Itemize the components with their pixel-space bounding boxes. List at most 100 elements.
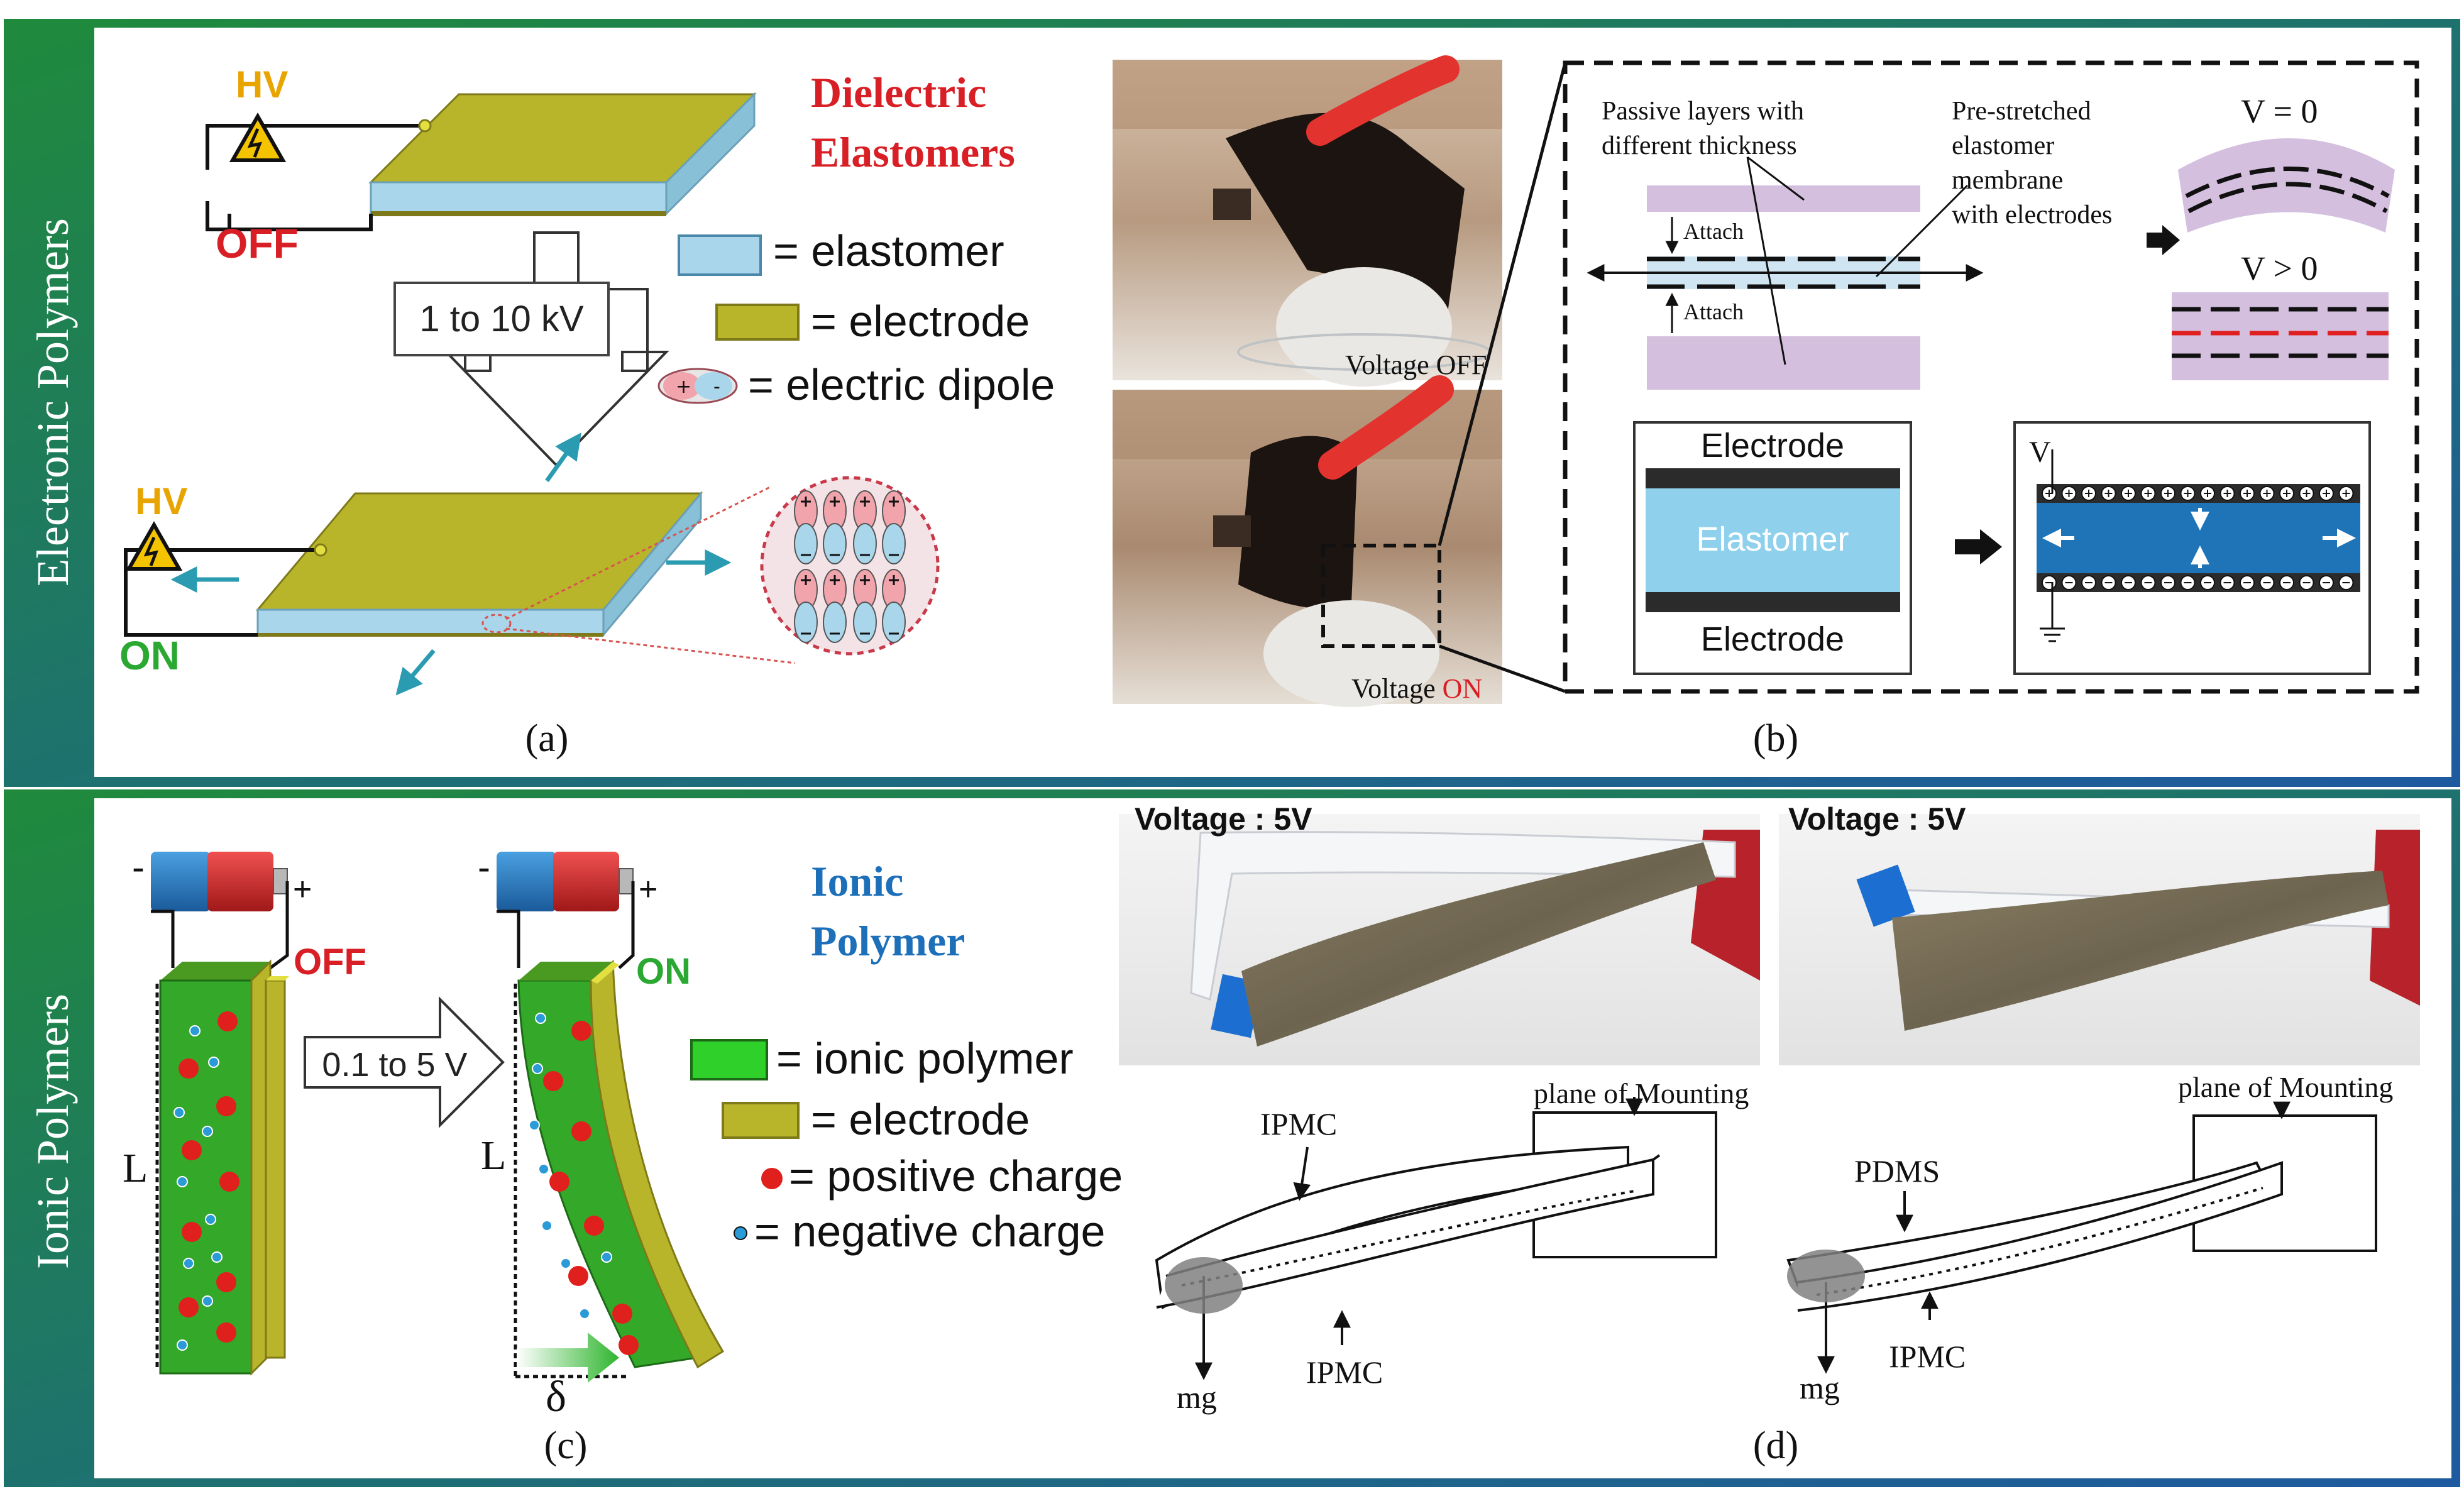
wires-right — [497, 881, 635, 1378]
panel-a: HV OFF 1 to 10 kV HV ON — [119, 63, 1055, 760]
negative-ion — [541, 1220, 553, 1231]
schematic-right — [1786, 1101, 2377, 1374]
positive-ion — [217, 1011, 238, 1031]
legend-elastomer: = elastomer — [773, 226, 1004, 275]
on-label-a: ON — [119, 633, 180, 678]
dipole-negative-end — [882, 523, 906, 564]
dipole-negative-end — [882, 602, 906, 643]
battery-minus-left: - — [132, 846, 145, 888]
legend-elastomer-swatch — [678, 234, 762, 276]
mass-blob-left — [1165, 1257, 1243, 1314]
negative-ion — [601, 1251, 612, 1263]
v-pos-label: V > 0 — [2241, 250, 2318, 287]
negative-ion — [529, 1119, 540, 1131]
flat-actuator — [2172, 292, 2389, 380]
legend-negative: = negative charge — [754, 1207, 1105, 1256]
legend-electrode-swatch — [715, 304, 800, 341]
electrode-bottom-label: Electrode — [1701, 620, 1844, 658]
ipmc-top-label-left: IPMC — [1260, 1106, 1337, 1141]
delta-label: δ — [546, 1373, 566, 1421]
battery-minus-right: - — [478, 846, 490, 888]
zoom-box — [1321, 544, 1441, 648]
positive-ion — [182, 1222, 202, 1242]
off-label-c: OFF — [294, 942, 366, 982]
wires-left — [151, 881, 289, 1370]
negative-ion — [202, 1126, 213, 1137]
photo-voltage-on — [1113, 375, 1502, 707]
voltage-range-c: 0.1 to 5 V — [322, 1046, 467, 1084]
negative-ion — [205, 1214, 216, 1225]
negative-ion — [177, 1339, 188, 1351]
panel-d: Voltage : 5V Voltage : 5V IPMC plane of … — [1119, 801, 2420, 1467]
dipole-negative-end — [853, 602, 877, 643]
legend-dipole-icon: + - — [657, 368, 738, 404]
positive-ion — [584, 1216, 604, 1236]
ionic-strip-off — [159, 959, 289, 1376]
photo-voltage-off — [1113, 55, 1502, 387]
panel-c-title-line1: Ionic — [811, 857, 903, 905]
battery-plus-right: + — [639, 871, 657, 908]
positive-ion — [216, 1322, 236, 1343]
caption-b: (b) — [1753, 717, 1798, 760]
maxwell-stress-arrows — [2042, 508, 2356, 568]
positive-ion — [216, 1272, 236, 1292]
negative-ion — [177, 1176, 188, 1187]
photo-ipmc-right — [1779, 814, 2420, 1065]
electrode-top-bar — [1646, 468, 1900, 488]
legend-ionic-swatch — [690, 1039, 768, 1080]
side-label-ionic: Ionic Polymers — [28, 994, 78, 1269]
hv-label-top: HV — [236, 63, 288, 106]
plane-label-right: plane of Mounting — [2178, 1071, 2393, 1103]
ipmc-label-right: IPMC — [1889, 1339, 1966, 1374]
negative-ion — [211, 1251, 223, 1263]
charges-off — [173, 1011, 239, 1351]
caption-a: (a) — [525, 717, 569, 760]
circuit-on — [124, 548, 321, 637]
caption-d: (d) — [1753, 1424, 1798, 1467]
attach-label-top: Attach — [1683, 219, 1744, 244]
legend-electrode-a: = electrode — [811, 297, 1030, 346]
voltage-label-left: Voltage : 5V — [1135, 801, 1312, 837]
prestretched-label: Pre-stretched elastomer membrane with el… — [1952, 97, 2112, 229]
passive-layer-leaders — [1746, 156, 1969, 365]
dipole-negative-end — [853, 523, 877, 564]
mg-label-left: mg — [1177, 1380, 1217, 1415]
panel-a-title-line1: Dielectric — [811, 69, 986, 116]
attach-label-bottom: Attach — [1683, 299, 1744, 324]
passive-layer-top — [1647, 185, 1920, 212]
negative-ion — [560, 1258, 571, 1269]
length-label-right: L — [481, 1133, 506, 1179]
panel-a-title-line2: Elastomers — [811, 128, 1015, 176]
ipmc-bottom-label-left: IPMC — [1306, 1355, 1383, 1390]
voltage-range-box — [393, 282, 610, 356]
v-zero-label: V = 0 — [2241, 92, 2318, 130]
arrow-to-charged — [1955, 529, 2002, 564]
off-label: OFF — [216, 220, 299, 267]
electrode-top-label: Electrode — [1701, 427, 1844, 464]
battery-right — [497, 852, 634, 911]
dielectric-plate-on — [255, 490, 703, 638]
positive-ion — [179, 1058, 199, 1079]
hv-label-bottom: HV — [135, 480, 187, 522]
zoom-line-bottom — [1439, 644, 1566, 693]
passive-layers-label: Passive layers with different thickness — [1602, 97, 1810, 160]
negative-ion — [202, 1295, 213, 1307]
negative-ion — [532, 1063, 543, 1074]
electrode-bottom-bar — [1646, 592, 1900, 612]
negative-ion — [189, 1025, 201, 1036]
negative-ion — [183, 1258, 194, 1269]
elastomer-block — [1646, 488, 1900, 592]
svg-text:+: + — [676, 376, 691, 398]
positive-ion — [219, 1172, 239, 1192]
pdms-label-right: PDMS — [1854, 1153, 1940, 1189]
positive-ion — [216, 1096, 236, 1116]
legend-electrode-c: = electrode — [811, 1095, 1030, 1144]
photo-label-on: Voltage ON — [1351, 673, 1482, 704]
hv-warning-icon — [229, 112, 287, 162]
legend-negative-dot — [734, 1226, 747, 1240]
on-label-c: ON — [636, 951, 691, 992]
passive-layer-bottom — [1647, 336, 1920, 390]
positive-ion — [549, 1172, 569, 1192]
